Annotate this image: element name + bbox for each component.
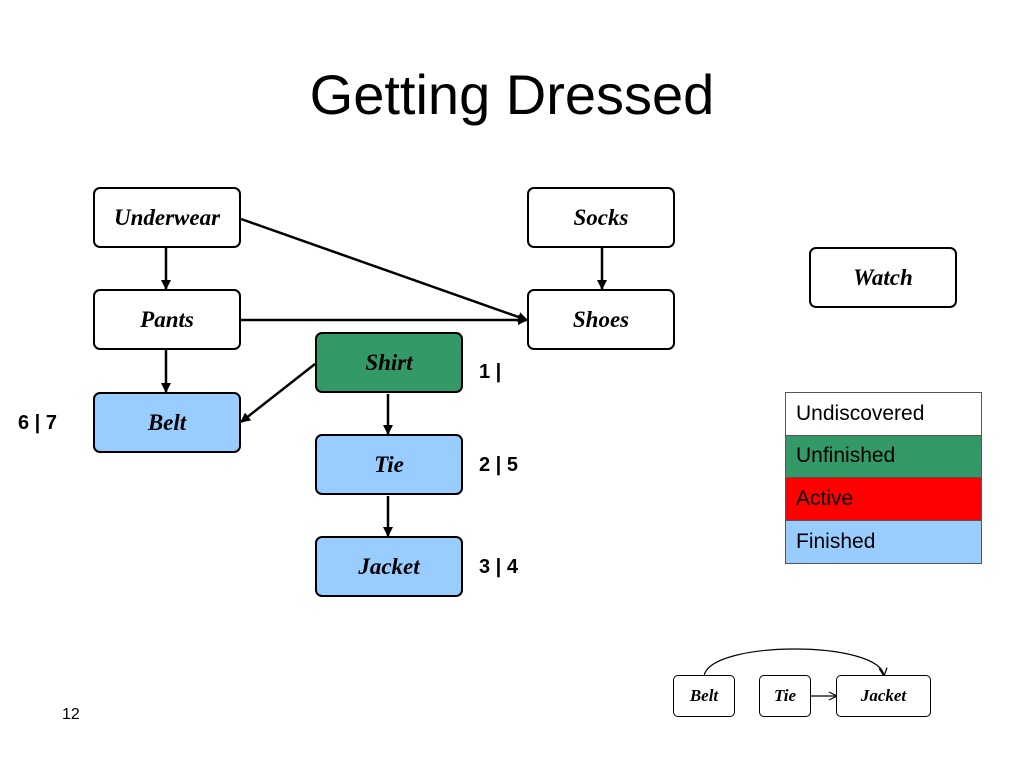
node-underwear: Underwear	[93, 187, 241, 248]
order-item-tie: Tie	[759, 675, 811, 717]
legend-unfinished: Unfinished	[786, 435, 981, 478]
node-tie: Tie	[315, 434, 463, 495]
order-item-jacket-label: Jacket	[860, 686, 907, 705]
order-item-tie-label: Tie	[773, 686, 797, 705]
edge-shirt-belt	[240, 363, 316, 423]
legend-finished: Finished	[786, 520, 981, 563]
order-item-jacket: Jacket	[836, 675, 931, 717]
node-belt-label: Belt	[147, 409, 187, 435]
node-jacket: Jacket	[315, 536, 463, 597]
node-shirt: Shirt	[315, 332, 463, 393]
legend-active-label: Active	[796, 486, 854, 510]
time-jacket: 3 | 4	[479, 556, 518, 578]
node-socks-label: Socks	[573, 204, 629, 230]
node-belt: Belt	[93, 392, 241, 453]
legend-undiscovered-label: Undiscovered	[796, 401, 925, 425]
legend-unfinished-label: Unfinished	[796, 444, 896, 468]
node-shirt-label: Shirt	[365, 349, 413, 375]
node-pants-label: Pants	[140, 306, 194, 332]
node-socks: Socks	[527, 187, 675, 248]
node-shoes-label: Shoes	[572, 306, 630, 332]
slide-title: Getting Dressed	[309, 63, 715, 126]
node-tie-label: Tie	[374, 451, 404, 477]
time-shirt: 1 |	[479, 361, 502, 383]
node-watch: Watch	[809, 247, 957, 308]
order-item-belt: Belt	[673, 675, 735, 717]
node-watch-label: Watch	[853, 264, 913, 290]
node-shoes: Shoes	[527, 289, 675, 350]
edge-underwear-shoes	[240, 217, 528, 322]
legend-active: Active	[786, 478, 981, 521]
node-jacket-label: Jacket	[358, 553, 420, 579]
slide-number: 12	[62, 706, 80, 723]
legend-undiscovered: Undiscovered	[786, 393, 981, 436]
time-belt: 6 | 7	[18, 412, 57, 434]
order-item-belt-label: Belt	[689, 686, 719, 705]
state-legend: Undiscovered Unfinished Active Finished	[785, 392, 982, 564]
time-tie: 2 | 5	[479, 454, 518, 476]
node-pants: Pants	[93, 289, 241, 350]
edge-list-belt-jacket	[703, 648, 884, 676]
legend-finished-label: Finished	[796, 529, 876, 553]
node-underwear-label: Underwear	[113, 204, 221, 230]
